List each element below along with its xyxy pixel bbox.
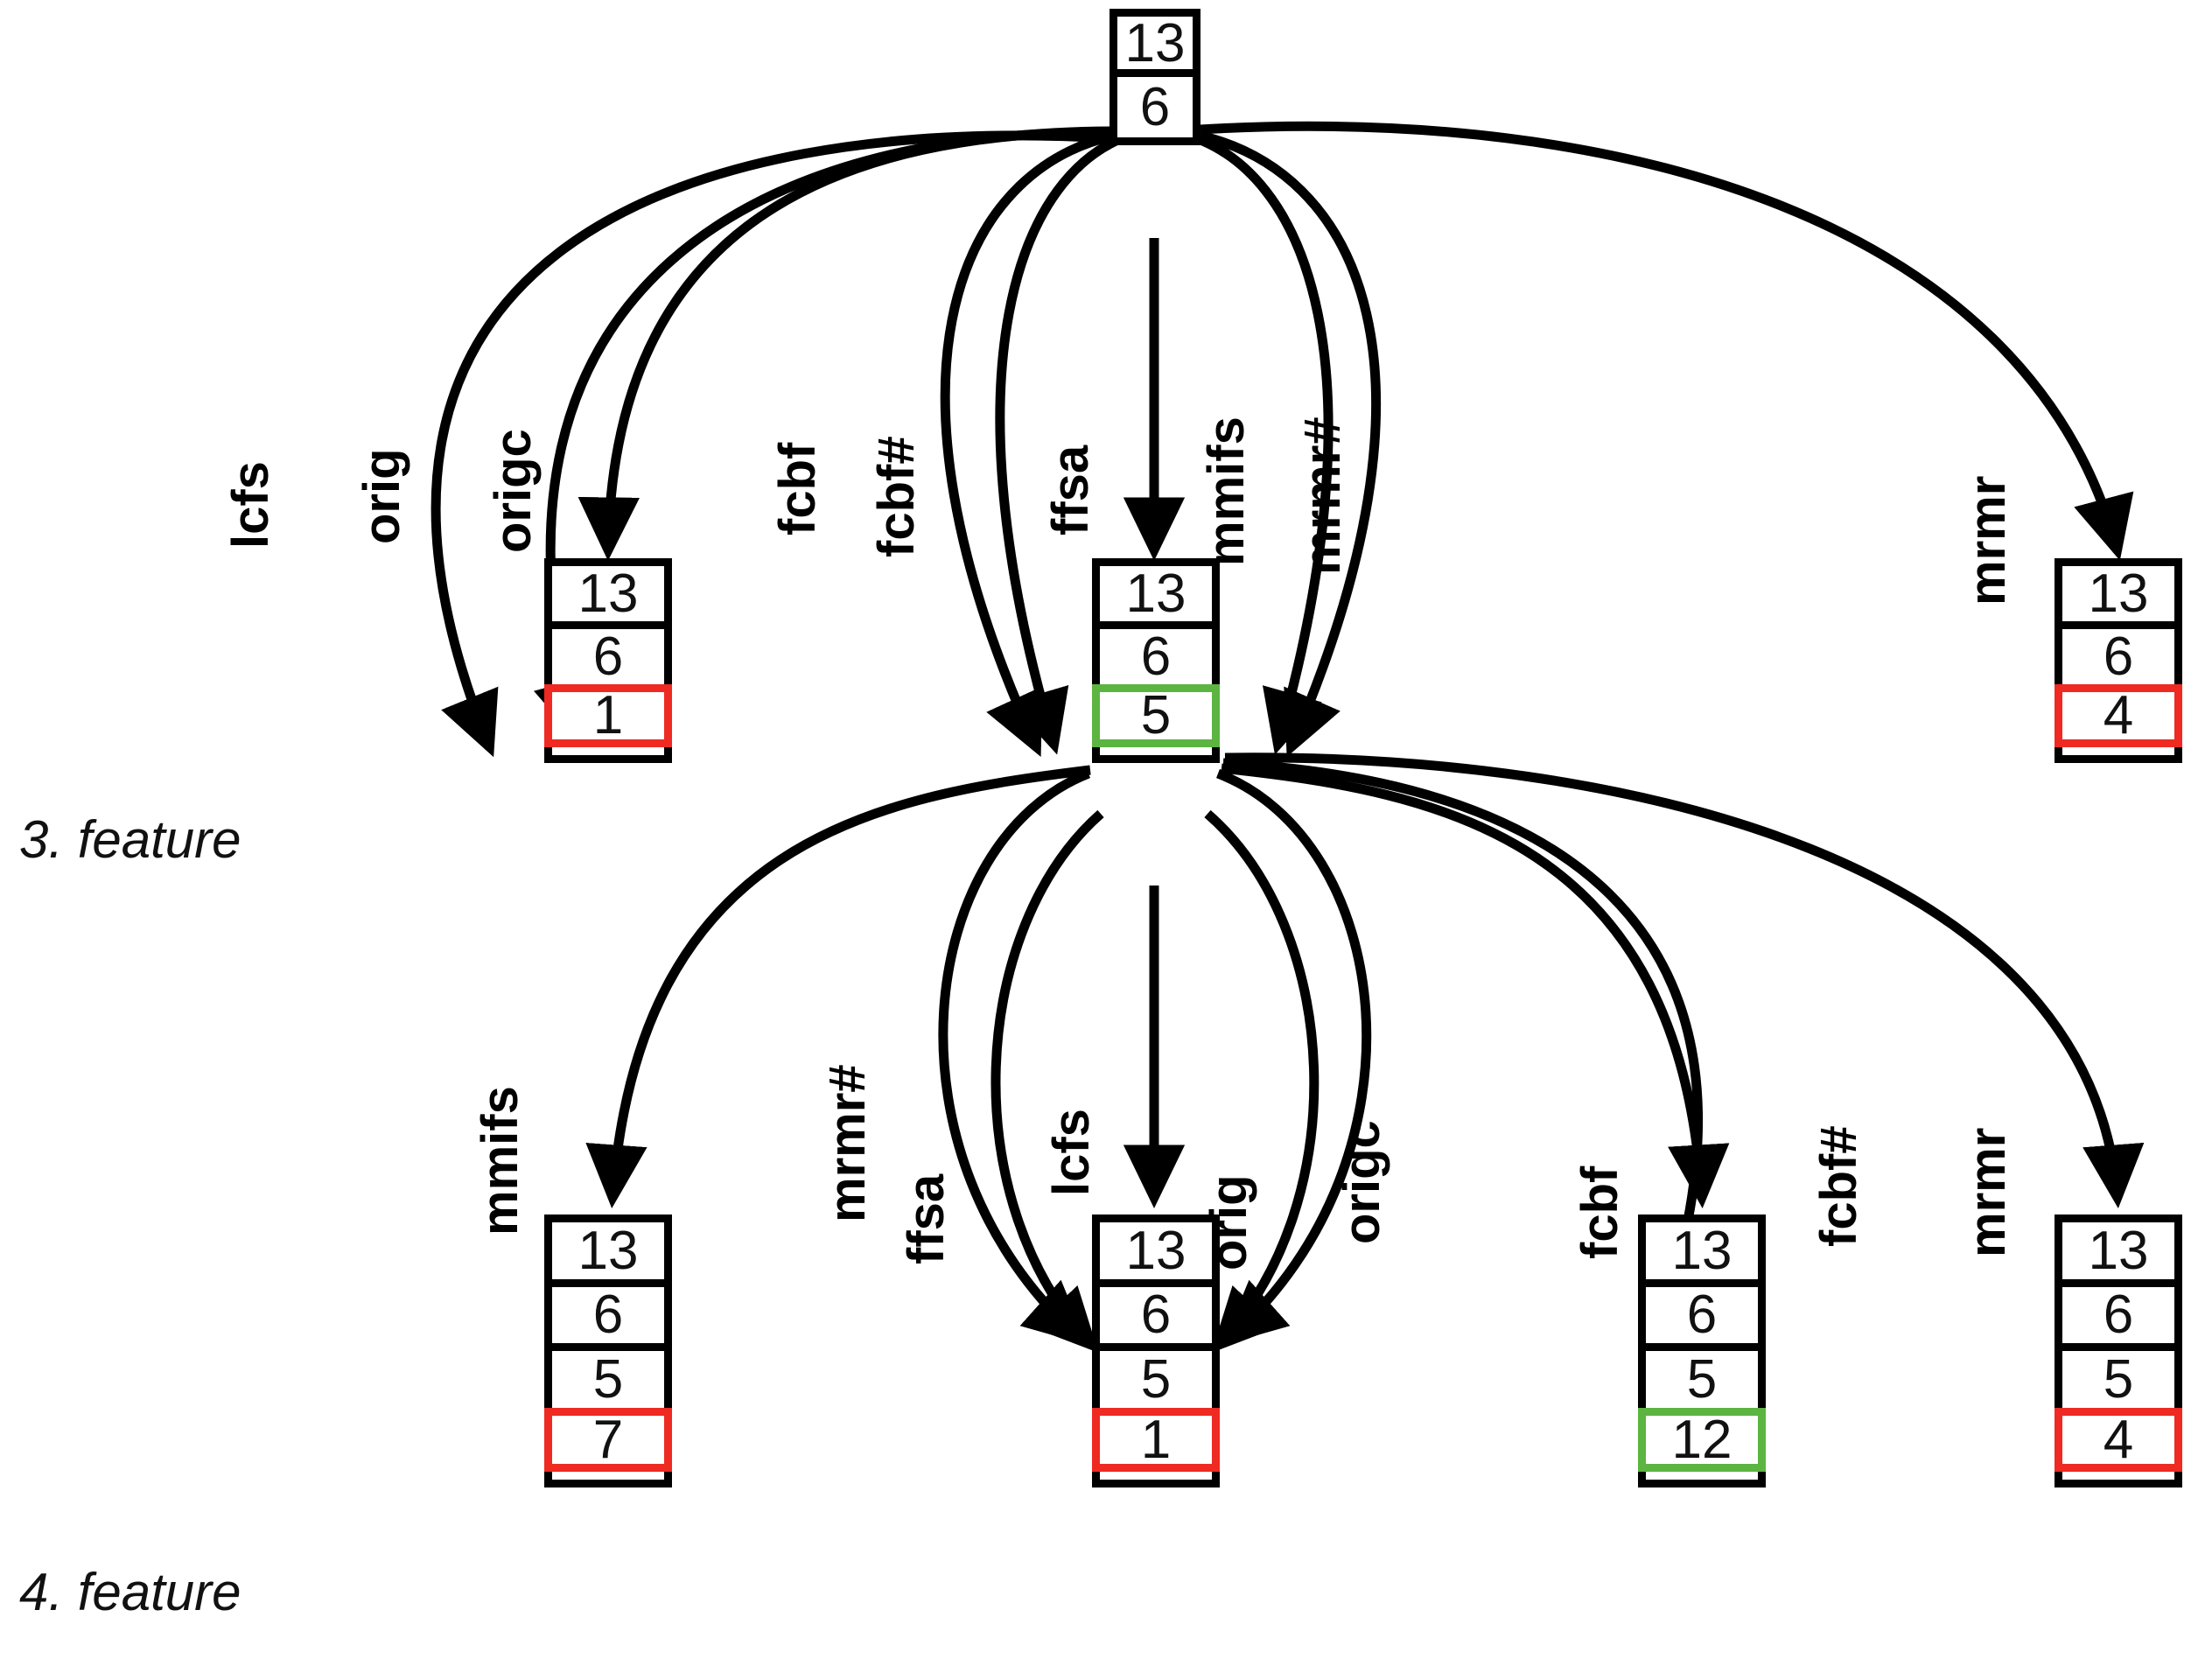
node-cell: 13 [1100, 564, 1212, 629]
row-label-feature-3: 3. feature [19, 810, 242, 869]
node-cell: 6 [1100, 626, 1212, 692]
edge-label-fcbf-hash-lower: fcbf# [1810, 1125, 1867, 1247]
node-cell: 5 [1646, 1349, 1758, 1416]
edge-label-mrmr-upper: mrmr [1959, 475, 2016, 606]
node-cell-highlight: 5 [1092, 683, 1220, 747]
node-cell-highlight: 7 [544, 1407, 672, 1472]
node-cell: 13 [2062, 1221, 2174, 1287]
edge-label-mrmr-hash-upper: mrmr# [1294, 416, 1351, 575]
node-cell: 5 [552, 1349, 664, 1416]
edge-label-mmifs-lower: mmifs [472, 1086, 528, 1236]
node-cell: 6 [2062, 626, 2174, 692]
node-l4-b[interactable]: 13 6 5 1 [1092, 1214, 1220, 1488]
node-l4-c[interactable]: 13 6 5 12 [1638, 1214, 1766, 1488]
edge-label-ffsa-upper: ffsa [1042, 444, 1099, 536]
node-l3-c[interactable]: 13 6 4 [2054, 558, 2182, 763]
node-cell-highlight: 4 [2054, 1407, 2182, 1472]
edge-l3b-l4b-mrmrh [938, 768, 1091, 1346]
node-cell-highlight: 1 [544, 683, 672, 747]
node-cell: 13 [1100, 1221, 1212, 1287]
edge-label-ffsa-lower: ffsa [898, 1173, 955, 1264]
node-cell: 6 [1117, 77, 1193, 137]
node-cell: 6 [1100, 1284, 1212, 1351]
node-cell-highlight: 1 [1092, 1407, 1220, 1472]
node-root[interactable]: 13 6 [1110, 9, 1200, 145]
node-l3-a[interactable]: 13 6 1 [544, 558, 672, 763]
node-cell: 13 [552, 1221, 664, 1287]
edge-label-fcbf-upper: fcbf [769, 442, 826, 536]
edge-label-origc-upper: origc [485, 429, 542, 553]
node-l4-d[interactable]: 13 6 5 4 [2054, 1214, 2182, 1488]
edge-label-mrmr-hash-lower: mrmr# [819, 1064, 876, 1222]
node-cell: 13 [2062, 564, 2174, 629]
node-cell: 6 [552, 626, 664, 692]
node-cell: 6 [2062, 1284, 2174, 1351]
edge-label-lcfs-lower: lcfs [1043, 1109, 1100, 1196]
node-cell: 6 [552, 1284, 664, 1351]
edge-label-origc-lower: origc [1334, 1120, 1390, 1244]
node-cell: 6 [1646, 1284, 1758, 1351]
node-cell: 13 [1117, 13, 1193, 77]
edge-l3b-l4b-ffsa [990, 809, 1104, 1354]
node-cell: 13 [1646, 1221, 1758, 1287]
node-l3-b[interactable]: 13 6 5 [1092, 558, 1220, 763]
edge-label-mrmr-lower: mrmr [1959, 1127, 2016, 1257]
node-cell-highlight: 4 [2054, 683, 2182, 747]
edge-label-fcbf-hash-upper: fcbf# [868, 436, 925, 557]
edge-label-orig-upper: orig [354, 448, 410, 544]
node-cell-highlight: 12 [1638, 1407, 1766, 1472]
node-cell: 5 [1100, 1349, 1212, 1416]
node-l4-a[interactable]: 13 6 5 7 [544, 1214, 672, 1488]
edge-label-fcbf-lower: fcbf [1572, 1166, 1628, 1259]
node-cell: 13 [552, 564, 664, 629]
row-label-feature-4: 4. feature [19, 1563, 242, 1621]
edge-label-lcfs-upper: lcfs [222, 461, 279, 549]
edge-label-mmifs-upper: mmifs [1198, 416, 1255, 566]
edge-l3b-l4c-fcbf [1221, 763, 1730, 1208]
node-cell: 5 [2062, 1349, 2174, 1416]
edge-label-orig-lower: orig [1200, 1174, 1257, 1270]
